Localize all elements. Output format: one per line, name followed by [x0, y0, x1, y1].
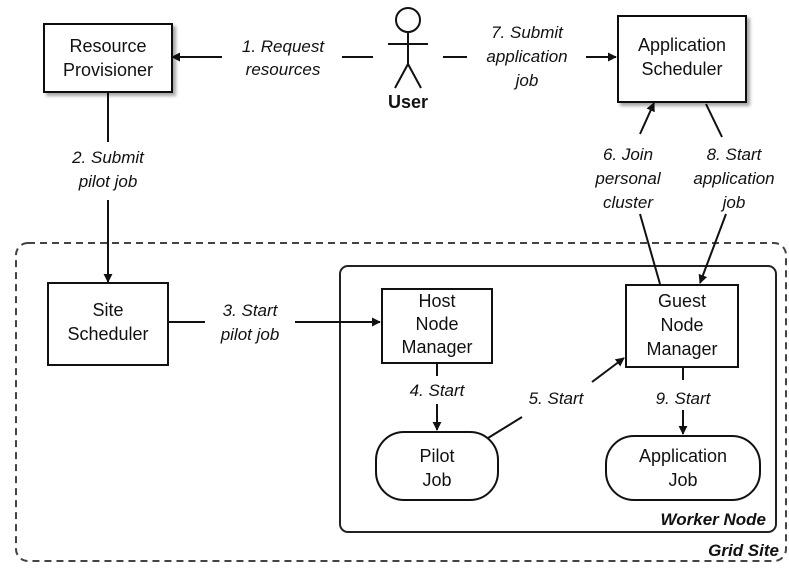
application-scheduler-node: Application Scheduler: [617, 15, 747, 103]
edge-label-line: resources: [246, 60, 321, 79]
node-label-line: Scheduler: [67, 324, 148, 344]
edge-start-5: [487, 416, 523, 439]
edge-start-application-job-arrow: [698, 213, 727, 284]
edge-label-line: pilot job: [78, 172, 138, 191]
edge-label-line: 7. Submit: [491, 23, 564, 42]
pilot-job-node: Pilot Job: [375, 431, 499, 501]
node-label-line: Job: [668, 470, 697, 490]
user-actor: User: [388, 7, 428, 112]
edge-label-line: 3. Start: [223, 301, 279, 320]
node-label-line: Node: [415, 314, 458, 334]
edge-join-personal-cluster: [639, 213, 661, 285]
edge-label-start-pilot-job: 3. Start pilot job: [220, 301, 280, 344]
edge-join-personal-cluster-arrow: [639, 102, 655, 135]
node-label-line: Manager: [401, 337, 472, 357]
edge-label-line: 6. Join: [603, 145, 653, 164]
node-label-line: Manager: [646, 339, 717, 359]
node-label-line: Pilot: [419, 446, 454, 466]
edge-label-start-9: 9. Start: [656, 389, 712, 408]
node-label-line: Node: [660, 315, 703, 335]
edge-label-line: application: [486, 47, 567, 66]
edge-label-start-application-job: 8. Start application job: [693, 145, 774, 212]
edge-label-submit-application-job: 7. Submit application job: [486, 23, 567, 90]
application-job-node: Application Job: [605, 435, 761, 501]
site-scheduler-node: Site Scheduler: [47, 282, 169, 366]
edge-label-line: cluster: [603, 193, 654, 212]
node-label-line: Scheduler: [641, 59, 722, 79]
edge-label-request-resources: 1. Request resources: [242, 37, 325, 79]
edge-start-5-arrow: [591, 357, 625, 383]
guest-node-manager-node: Guest Node Manager: [625, 284, 739, 368]
node-label-line: Resource: [69, 36, 146, 56]
edge-label-line: job: [514, 71, 539, 90]
edge-label-join-personal-cluster: 6. Join personal cluster: [594, 145, 661, 212]
node-label-line: Site: [92, 300, 123, 320]
edge-label-start-5: 5. Start: [529, 389, 585, 408]
node-label-line: Guest: [658, 291, 706, 311]
user-stick-figure-icon: [388, 7, 428, 89]
node-label-line: Application: [638, 35, 726, 55]
node-label-line: Job: [422, 470, 451, 490]
edge-start-application-job: [705, 103, 723, 138]
edge-label-line: 8. Start: [707, 145, 763, 164]
edge-label-line: pilot job: [220, 325, 280, 344]
user-label: User: [388, 92, 428, 112]
edge-label-line: application: [693, 169, 774, 188]
edge-label-line: job: [721, 193, 746, 212]
node-label-line: Application: [639, 446, 727, 466]
edge-label-line: 1. Request: [242, 37, 325, 56]
node-label-line: Provisioner: [63, 60, 153, 80]
host-node-manager-node: Host Node Manager: [381, 288, 493, 364]
node-label-line: Host: [418, 291, 455, 311]
edge-label-line: 2. Submit: [71, 148, 145, 167]
resource-provisioner-node: Resource Provisioner: [43, 23, 173, 93]
edge-label-start-4: 4. Start: [410, 381, 466, 400]
worker-node-region: [339, 265, 777, 533]
grid-site-region: [15, 242, 787, 562]
grid-site-label: Grid Site: [708, 541, 779, 560]
edge-label-submit-pilot-job: 2. Submit pilot job: [71, 148, 145, 191]
edge-label-line: personal: [594, 169, 661, 188]
worker-node-label: Worker Node: [661, 510, 767, 529]
